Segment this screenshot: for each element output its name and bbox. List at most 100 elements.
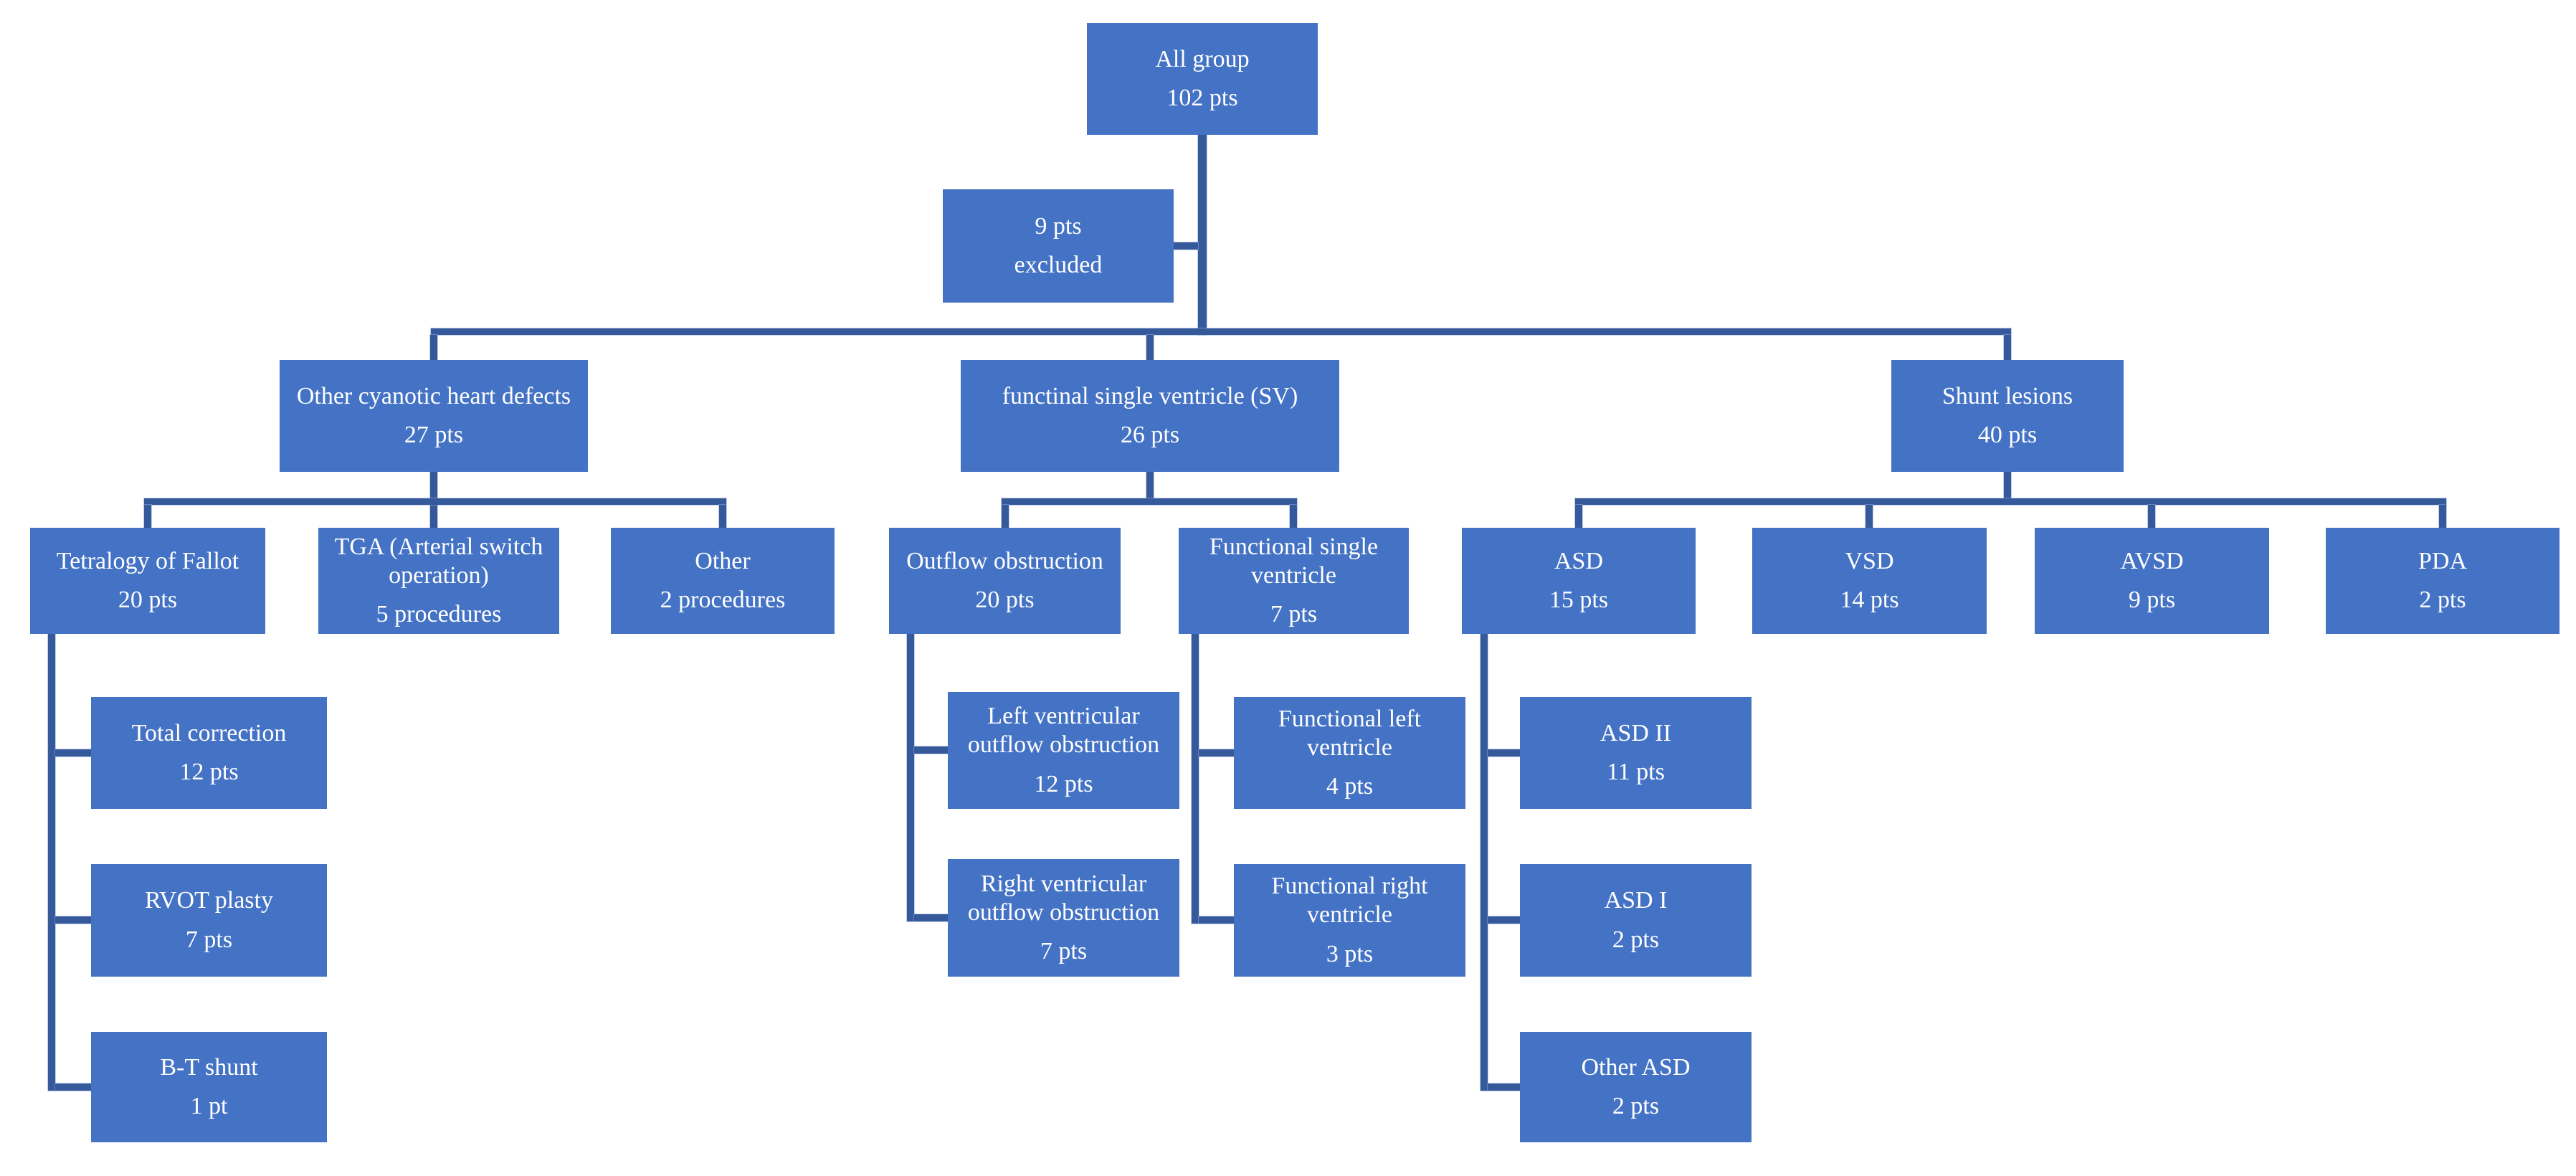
node-count: 20 pts [975, 587, 1035, 613]
node-label: Other [695, 547, 751, 574]
node-count: 2 pts [2419, 587, 2466, 613]
node-label: All group [1155, 45, 1250, 72]
node-label: RVOT plasty [145, 887, 273, 914]
connector-sv-stub [1146, 472, 1154, 498]
node-count: 9 pts [2128, 587, 2176, 613]
node-bt-shunt: B-T shunt 1 pt [91, 1032, 327, 1142]
node-count: 27 pts [404, 422, 464, 448]
connector-excluded-stub [1174, 242, 1198, 250]
node-count: 12 pts [1034, 770, 1093, 797]
connector-sv-drop-fsv [1290, 505, 1297, 528]
node-count: 1 pt [190, 1093, 228, 1119]
connector-shunt-drop-vsd [1866, 505, 1873, 528]
connector-asd-stub-1 [1488, 749, 1520, 757]
node-count: 2 procedures [660, 587, 786, 613]
node-label: Total correction [131, 719, 287, 746]
node-label: functinal single ventricle (SV) [1002, 382, 1298, 409]
connector-level1-horizontal [431, 328, 2011, 335]
node-label: Left ventricular outflow obstruction [967, 703, 1160, 759]
node-count: 7 pts [185, 926, 233, 953]
connector-level1-drop-left [430, 335, 437, 360]
node-count: 40 pts [1977, 422, 2038, 448]
node-label: Tetralogy of Fallot [56, 547, 239, 574]
node-rvot-plasty: RVOT plasty 7 pts [91, 864, 327, 977]
node-count: 20 pts [118, 587, 178, 613]
node-avsd: AVSD 9 pts [2035, 528, 2269, 634]
node-count: 14 pts [1840, 587, 1899, 613]
connector-trunk-vertical [1198, 135, 1207, 335]
connector-cyanotic-drop-other [719, 505, 726, 528]
node-count: 7 pts [1270, 601, 1318, 628]
node-functional-right-ventricle: Functional right ventricle 3 pts [1234, 864, 1465, 977]
node-count: 12 pts [179, 759, 239, 785]
connector-asd-elbow-vertical [1481, 634, 1488, 1091]
node-functional-single-ventricle: Functional single ventricle 7 pts [1179, 528, 1409, 634]
node-pda: PDA 2 pts [2326, 528, 2560, 634]
connector-level1-drop-right [2004, 335, 2011, 360]
connector-shunt-horizontal [1575, 498, 2446, 505]
node-count: 4 pts [1326, 773, 1374, 800]
node-count: 5 procedures [376, 601, 502, 628]
connector-tof-stub-3 [55, 1083, 91, 1091]
connector-shunt-drop-asd [1575, 505, 1582, 528]
connector-shunt-stub [2004, 472, 2011, 498]
node-rv-outflow-obstruction: Right ventricular outflow obstruction 7 … [948, 859, 1179, 977]
node-label: TGA (Arterial switch operation) [334, 533, 543, 589]
connector-tof-elbow-vertical [48, 634, 55, 1091]
node-other-asd: Other ASD 2 pts [1520, 1032, 1752, 1142]
connector-shunt-drop-avsd [2148, 505, 2155, 528]
connector-outflow-elbow-vertical [907, 634, 914, 921]
node-vsd: VSD 14 pts [1752, 528, 1987, 634]
node-label: Right ventricular outflow obstruction [967, 870, 1160, 926]
node-count: 2 pts [1612, 926, 1660, 953]
node-label: Functional left ventricle [1278, 705, 1422, 761]
node-count: 26 pts [1120, 422, 1180, 448]
node-tga: TGA (Arterial switch operation) 5 proced… [318, 528, 559, 634]
connector-fsv-stub-2 [1199, 916, 1234, 924]
node-label: Outflow obstruction [906, 547, 1103, 574]
node-asd-i: ASD I 2 pts [1520, 864, 1752, 977]
node-label: B-T shunt [160, 1053, 258, 1081]
connector-cyanotic-horizontal [144, 498, 726, 505]
node-count: excluded [1014, 252, 1103, 278]
node-count: 11 pts [1607, 759, 1665, 785]
connector-cyanotic-drop-tof [144, 505, 151, 528]
node-tetralogy-of-fallot: Tetralogy of Fallot 20 pts [30, 528, 265, 634]
node-count: 102 pts [1166, 85, 1238, 111]
node-total-correction: Total correction 12 pts [91, 697, 327, 809]
node-label: PDA [2418, 547, 2468, 574]
connector-outflow-stub-2 [914, 914, 948, 921]
node-count: 2 pts [1612, 1093, 1660, 1119]
connector-sv-drop-outflow [1002, 505, 1009, 528]
node-functional-left-ventricle: Functional left ventricle 4 pts [1234, 697, 1465, 809]
connector-asd-stub-2 [1488, 916, 1520, 924]
node-label: Shunt lesions [1941, 382, 2073, 409]
connector-tof-stub-2 [55, 916, 91, 924]
node-label: Functional single ventricle [1209, 533, 1379, 589]
connector-sv-horizontal [1002, 498, 1297, 505]
connector-level1-drop-mid [1146, 335, 1154, 360]
node-asd-ii: ASD II 11 pts [1520, 697, 1752, 809]
connector-outflow-stub-1 [914, 746, 948, 754]
connector-asd-stub-3 [1488, 1083, 1520, 1091]
node-label: ASD [1554, 547, 1604, 574]
node-label: ASD II [1600, 719, 1672, 746]
node-all-group: All group 102 pts [1087, 23, 1318, 135]
node-label: Other ASD [1581, 1053, 1691, 1081]
node-label: AVSD [2120, 547, 2184, 574]
node-other-cyanotic: Other cyanotic heart defects 27 pts [280, 360, 588, 472]
connector-tof-stub-1 [55, 749, 91, 757]
connector-fsv-stub-1 [1199, 749, 1234, 757]
node-count: 7 pts [1040, 938, 1088, 965]
node-label: 9 pts [1035, 212, 1082, 240]
node-excluded: 9 pts excluded [943, 189, 1174, 303]
node-shunt-lesions: Shunt lesions 40 pts [1891, 360, 2124, 472]
node-functional-sv-group: functinal single ventricle (SV) 26 pts [961, 360, 1339, 472]
node-label: ASD I [1604, 887, 1668, 914]
node-count: 3 pts [1326, 940, 1374, 967]
connector-shunt-drop-pda [2439, 505, 2446, 528]
node-outflow-obstruction: Outflow obstruction 20 pts [889, 528, 1121, 634]
node-count: 15 pts [1549, 587, 1609, 613]
node-asd: ASD 15 pts [1462, 528, 1696, 634]
